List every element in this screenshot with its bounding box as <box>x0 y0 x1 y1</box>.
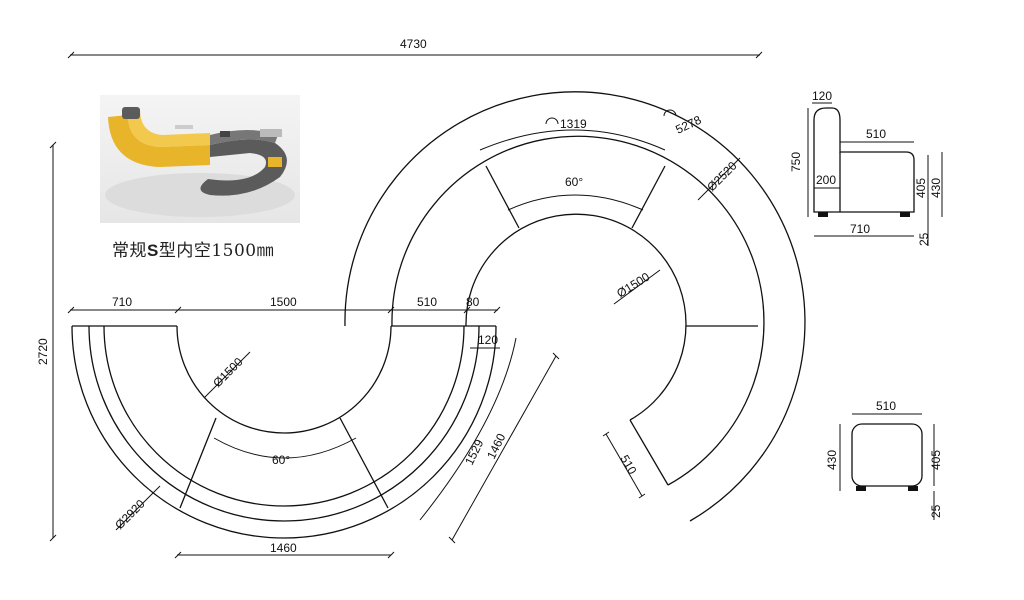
angle-left-label: 60° <box>272 453 290 467</box>
overall-width-label: 4730 <box>400 37 427 51</box>
bottom-1460-dimension: 1460 <box>174 541 395 559</box>
side-200-label: 200 <box>816 173 836 187</box>
caption-prefix: 常规 <box>112 241 147 261</box>
dim-120: 120 <box>478 333 498 347</box>
ottoman-430-label: 430 <box>825 450 839 470</box>
right-inner-arc <box>465 213 687 421</box>
diag-1529-label: 1529 <box>462 437 486 467</box>
ottoman-510-label: 510 <box>876 399 896 413</box>
dia-1500-left-label: Ø1500 <box>210 355 246 391</box>
seat-510-label: 510 <box>617 453 639 478</box>
right-sofa-section: 60° 1319 5278 Ø2520 Ø1500 510 <box>344 91 806 522</box>
right-outer-arc <box>344 91 806 522</box>
side-120-label: 120 <box>812 89 832 103</box>
bottom-1460-label: 1460 <box>270 541 297 555</box>
caption: 常规S型内空1500㎜ <box>112 236 274 261</box>
side-405-label: 405 <box>914 178 928 198</box>
dim-1500: 1500 <box>270 295 297 309</box>
side-view: 120 750 510 200 405 430 710 25 <box>789 89 943 246</box>
s-sofa-render <box>105 107 295 217</box>
dia-1500-right-label: Ø1500 <box>614 269 652 300</box>
right-seat-outer-arc <box>391 135 765 486</box>
side-430-label: 430 <box>929 178 943 198</box>
product-photo <box>100 95 300 223</box>
side-750-label: 750 <box>789 152 803 172</box>
overall-height-dimension: 2720 <box>36 141 57 542</box>
dim-710: 710 <box>112 295 132 309</box>
side-710-label: 710 <box>850 222 870 236</box>
overall-width-dimension: 4730 <box>67 37 763 59</box>
left-seat-arc-2 <box>103 325 465 507</box>
arc-1319-label: 1319 <box>560 117 587 131</box>
top-row-dimension: 710 1500 510 80 120 <box>67 295 501 349</box>
ottoman-25-label: 25 <box>929 504 943 518</box>
left-sofa-section: 60° Ø1500 Ø2920 <box>71 325 497 539</box>
dim-510: 510 <box>417 295 437 309</box>
side-510-label: 510 <box>866 127 886 141</box>
dia-2920-label: Ø2920 <box>112 497 148 533</box>
angle-right-label: 60° <box>565 175 583 189</box>
caption-suffix: 型内空1500㎜ <box>158 241 275 261</box>
left-outer-arc <box>71 325 497 539</box>
caption-bold: S <box>147 241 159 260</box>
diagonal-dimensions: 1529 1460 <box>419 337 560 544</box>
left-inner-arc <box>176 325 392 434</box>
left-seat-arc-1 <box>88 325 480 522</box>
dia-2520-label: Ø2520 <box>704 159 740 195</box>
overall-height-label: 2720 <box>36 338 50 365</box>
ottoman-405-label: 405 <box>929 450 943 470</box>
side-25-label: 25 <box>917 232 931 246</box>
ottoman-view: 510 430 405 25 <box>825 399 943 520</box>
